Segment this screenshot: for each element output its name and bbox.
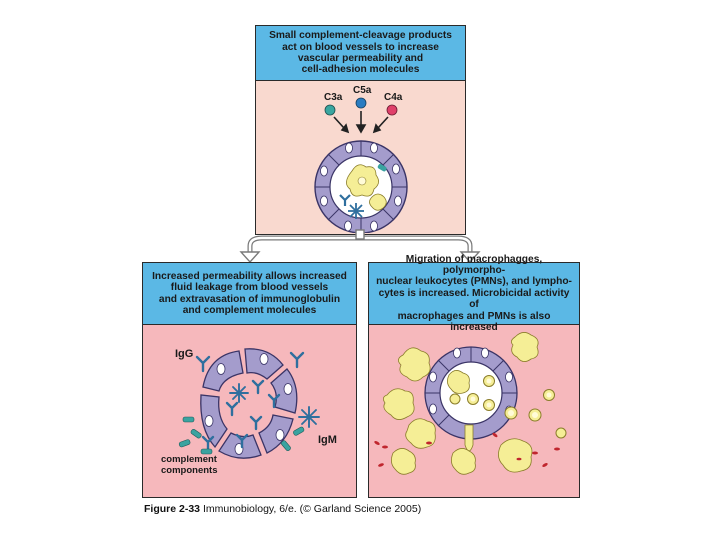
c3a-molecule-icon [324, 104, 336, 116]
right-panel-header: Migration of macrophagges, polymorpho- n… [369, 254, 579, 333]
complement-label-line2: components [161, 465, 217, 476]
antibody-igg-icon [195, 351, 305, 451]
macrophage-icon [383, 332, 539, 475]
top-panel-art: C3a C5a C4a [314, 85, 408, 233]
complement-molecule-icon [377, 164, 387, 172]
top-panel: Small complement-cleavage products act o… [255, 25, 466, 235]
igg-label: IgG [175, 348, 193, 360]
antibody-igm-icon [229, 383, 320, 428]
c5a-molecule-icon [355, 97, 367, 109]
figure-number: Figure 2-33 [144, 503, 201, 515]
lymphocyte-icon [449, 375, 567, 439]
c3a-label: C3a [324, 92, 343, 103]
right-panel-art [374, 332, 567, 475]
top-panel-header: Small complement-cleavage products act o… [256, 26, 465, 81]
left-panel-header: Increased permeability allows increased … [143, 263, 356, 325]
antibody-igm-icon [348, 203, 364, 219]
lymphocyte-nucleus-icon [470, 378, 552, 418]
vessel-cross-section-icon [200, 348, 298, 459]
c5a-label: C5a [353, 85, 372, 96]
c4a-molecule-icon [386, 104, 398, 116]
complement-label: complement components [161, 454, 220, 476]
complement-molecule-icon [178, 416, 305, 455]
pmn-icon [369, 193, 387, 211]
arrows-icon [333, 111, 389, 134]
antibody-igg-icon [339, 194, 351, 206]
right-panel: Migration of macrophagges, polymorpho- n… [368, 254, 580, 498]
c4a-label: C4a [384, 92, 403, 103]
vessel-cross-section-icon [314, 140, 408, 233]
igm-label: IgM [318, 434, 337, 446]
left-panel-art: IgG IgM complement components [161, 348, 337, 476]
red-blood-cell-icon [374, 432, 560, 467]
complement-label-line1: complement [161, 454, 218, 465]
left-panel: Increased permeability allows increased … [142, 262, 357, 498]
figure-source: Immunobiology, 6/e. (© Garland Science 2… [202, 503, 422, 515]
figure-caption: Figure 2-33 Immunobiology, 6/e. (© Garla… [144, 503, 421, 515]
